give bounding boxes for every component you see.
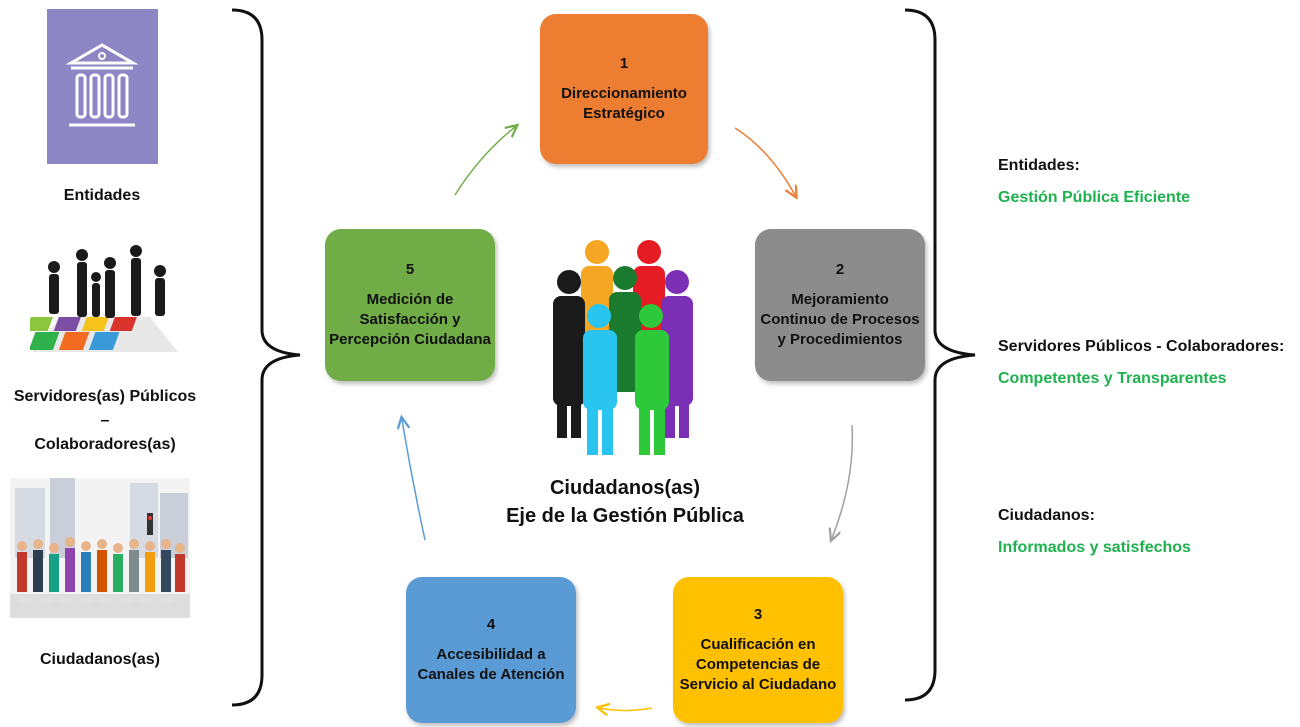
step-2-line2: Continuo de Procesos (760, 311, 920, 328)
step-5-line2: Satisfacción y (359, 311, 461, 328)
step-2-line3: y Procedimientos (777, 331, 903, 348)
crowd-image (10, 478, 190, 618)
step-2-number: 2 (835, 261, 845, 278)
step-1-number: 1 (619, 55, 629, 72)
right-entidades-subtitle: Gestión Pública Eficiente (998, 189, 1191, 206)
step-2-line1: Mejoramiento (791, 291, 889, 308)
step-5-number: 5 (405, 261, 415, 278)
step-3-line2: Competencias de (695, 656, 821, 673)
step-5-line1: Medición de (366, 291, 454, 308)
servidores-label-line1: Servidores(as) Públicos – (13, 388, 197, 429)
building-icon (65, 43, 139, 127)
step-1-box: 1 Direccionamiento Estratégico (540, 14, 708, 164)
right-servidores-title: Servidores Públicos - Colaboradores: (998, 338, 1285, 355)
step-4-box: 4 Accesibilidad a Canales de Atención (406, 577, 576, 723)
crowd-icon (10, 478, 190, 618)
arrow-1-to-2 (734, 127, 795, 195)
step-1-line2: Estratégico (583, 105, 665, 122)
center-caption: Ciudadanos(as) Eje de la Gestión Pública (485, 474, 765, 530)
right-brace (904, 8, 976, 702)
arrow-3-to-4 (600, 708, 653, 711)
right-ciudadanos-title: Ciudadanos: (998, 507, 1095, 524)
center-caption-line1: Ciudadanos(as) (549, 477, 701, 499)
step-3-line1: Cualificación en (700, 636, 816, 653)
step-3-box: 3 Cualificación en Competencias de Servi… (673, 577, 843, 723)
people-group (545, 238, 705, 460)
step-2-box: 2 Mejoramiento Continuo de Procesos y Pr… (755, 229, 925, 381)
step-5-box: 5 Medición de Satisfacción y Percepción … (325, 229, 495, 381)
servidores-label: Servidores(as) Públicos – Colaboradores(… (10, 385, 200, 457)
step-3-line3: Servicio al Ciudadano (679, 676, 837, 693)
step-5-line3: Percepción Ciudadana (329, 331, 491, 348)
servidores-label-line2: Colaboradores(as) (34, 436, 176, 453)
right-ciudadanos-subtitle: Informados y satisfechos (998, 539, 1191, 556)
left-brace (231, 8, 301, 707)
right-servidores-subtitle: Competentes y Transparentes (998, 370, 1227, 387)
entidades-label: Entidades (63, 187, 141, 204)
step-1-line1: Direccionamiento (561, 85, 687, 102)
step-4-number: 4 (486, 616, 496, 633)
ciudadanos-label: Ciudadanos(as) (39, 651, 160, 668)
arrow-4-to-5 (402, 420, 426, 541)
people-group-icon (553, 240, 693, 455)
arrow-5-to-1 (454, 127, 515, 196)
entidades-image (47, 9, 158, 164)
step-4-line1: Accesibilidad a (436, 646, 546, 663)
right-entidades-title: Entidades: (998, 157, 1080, 174)
arrow-2-to-3 (832, 424, 854, 538)
step-4-line2: Canales de Atención (417, 666, 565, 683)
center-caption-line2: Eje de la Gestión Pública (506, 505, 744, 527)
step-3-number: 3 (753, 606, 763, 623)
